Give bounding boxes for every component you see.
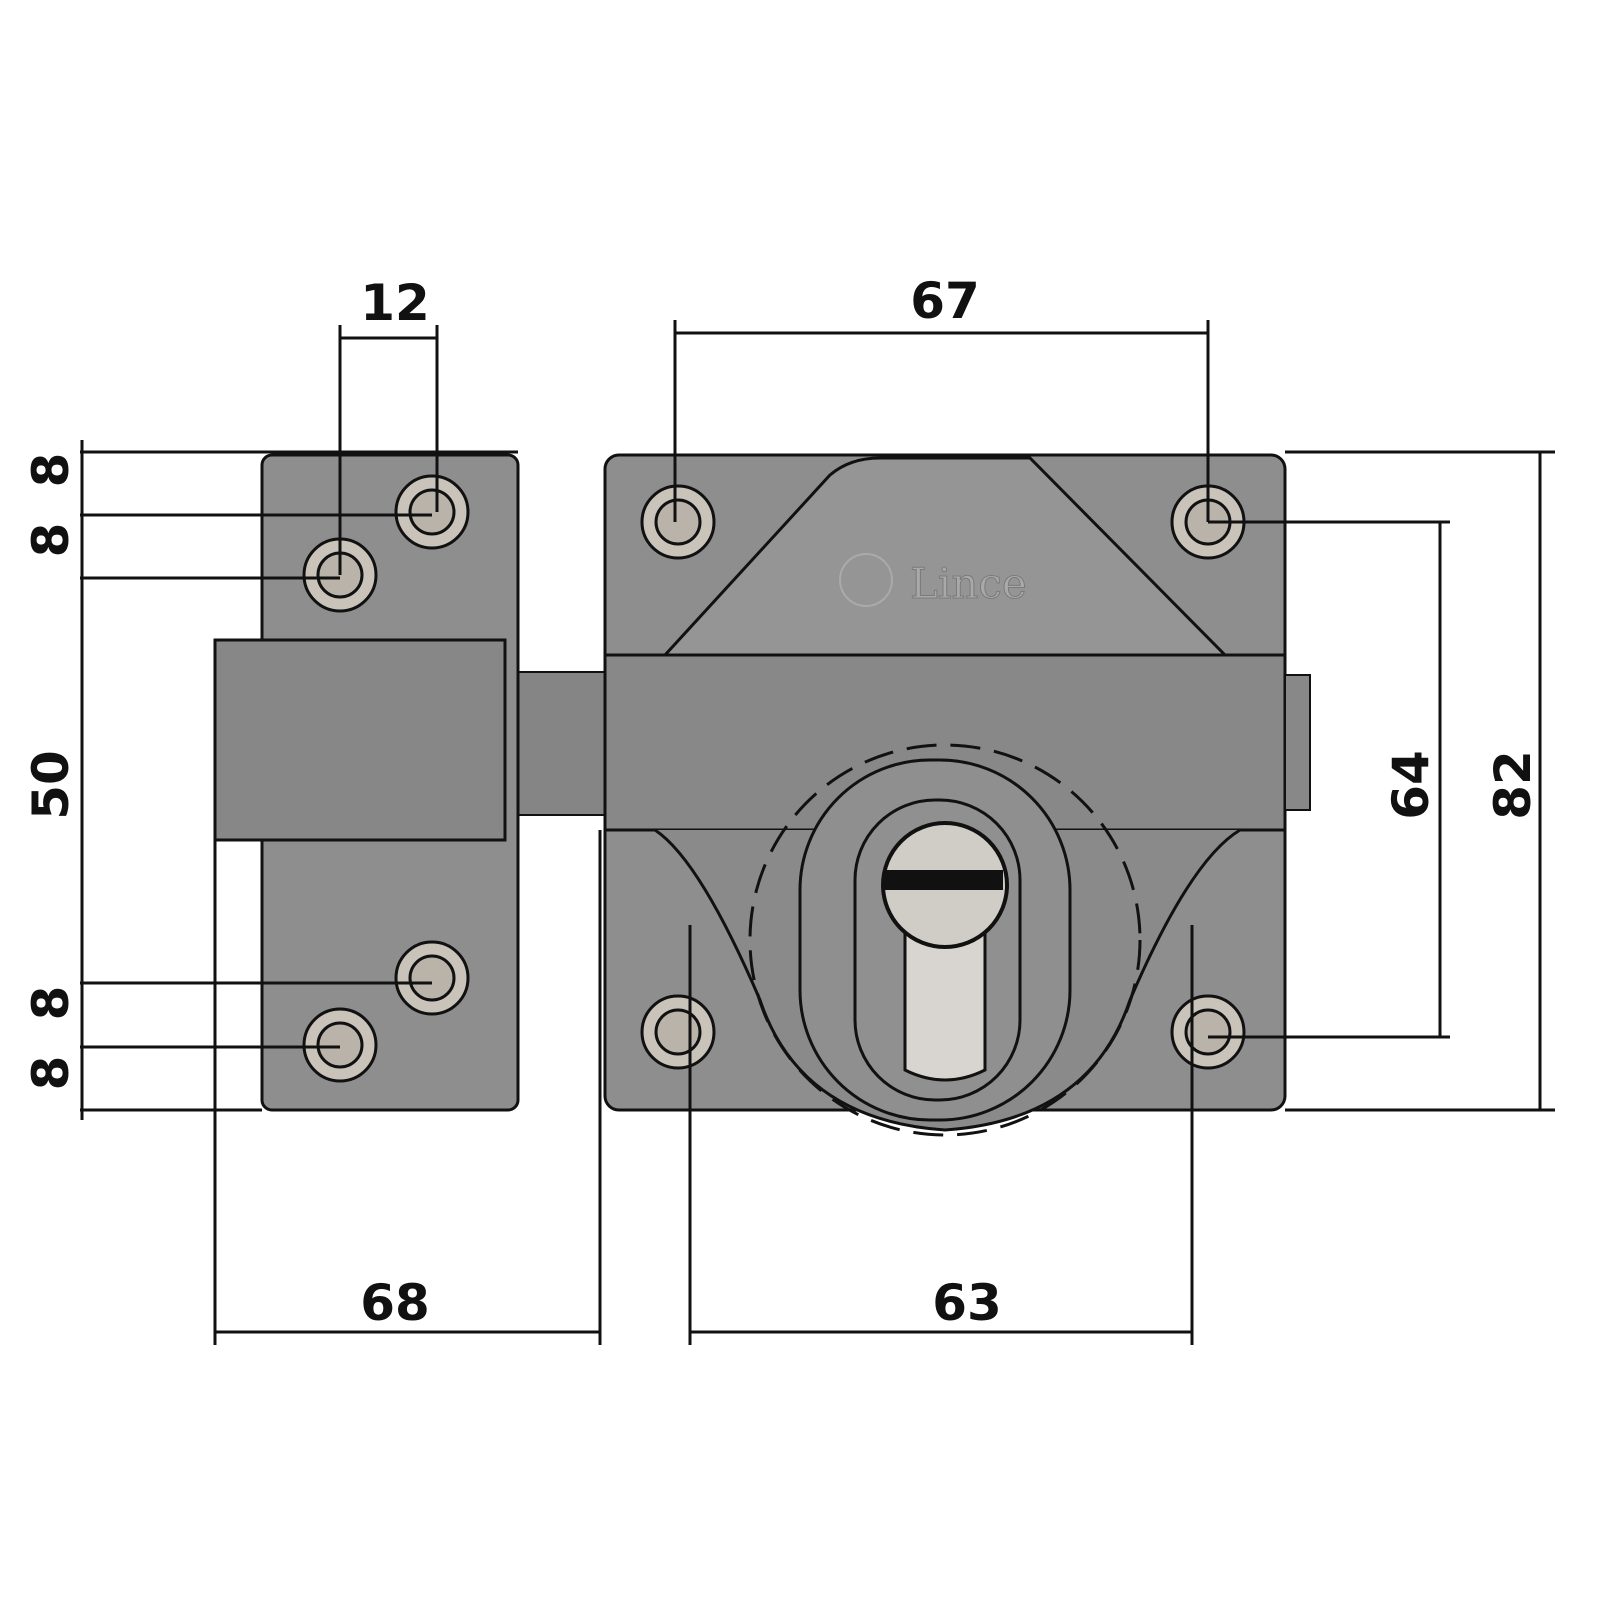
dim-8-bottom-1: 8 [22, 986, 80, 1021]
bolt-tip [1284, 674, 1311, 811]
dim-64: 64 [1382, 750, 1440, 820]
dim-68: 68 [360, 1274, 430, 1332]
lynx-logo-icon [839, 553, 893, 607]
screw-icon [302, 474, 1246, 1083]
dimension-lines [80, 320, 1555, 1345]
dim-67: 67 [910, 272, 980, 330]
bolt-bar [504, 671, 611, 816]
dim-82: 82 [1484, 750, 1542, 820]
dim-12: 12 [360, 274, 430, 332]
dim-50: 50 [22, 750, 80, 820]
escutcheon-outline [748, 743, 1142, 1137]
dim-8-top-1: 8 [22, 453, 80, 488]
dim-63: 63 [932, 1274, 1002, 1332]
dim-8-bottom-2: 8 [22, 1056, 80, 1091]
brand-logo: Lince [910, 559, 1027, 608]
lock-cover [661, 456, 1229, 657]
dim-8-top-2: 8 [22, 523, 80, 558]
strike-keeper [213, 638, 507, 842]
